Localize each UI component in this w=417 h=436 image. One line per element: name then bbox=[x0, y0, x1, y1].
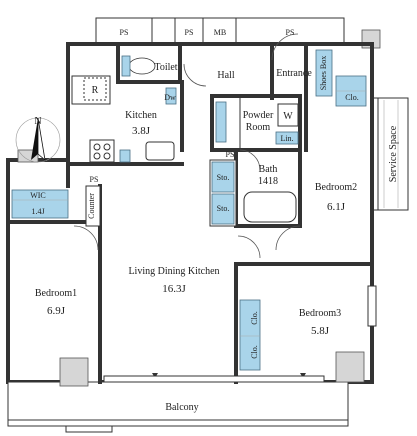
label-refrigerator: R bbox=[92, 85, 99, 96]
label-ps-2: PS bbox=[185, 28, 194, 37]
label-kitchen-name: Kitchen bbox=[125, 110, 157, 121]
label-bath-name: Bath bbox=[259, 164, 278, 175]
label-ldk-size: 16.3J bbox=[162, 283, 186, 295]
label-mb: MB bbox=[214, 28, 226, 37]
walls bbox=[6, 17, 409, 433]
label-hall: Hall bbox=[217, 70, 234, 81]
label-shoes-box: Shoes Box bbox=[319, 56, 328, 90]
label-powder-room-2: Room bbox=[246, 122, 271, 133]
label-wic-name: WIC bbox=[30, 191, 46, 200]
fixtures bbox=[11, 33, 399, 383]
label-bedroom3-size: 5.8J bbox=[311, 325, 330, 337]
label-clo-b3b: Clo. bbox=[250, 345, 259, 359]
label-service-space: Service Space bbox=[388, 125, 399, 182]
label-ps-1: PS bbox=[120, 28, 129, 37]
label-sto-1: Sto. bbox=[217, 173, 230, 182]
washer-icon bbox=[277, 103, 299, 127]
label-powder-room-1: Powder bbox=[243, 110, 274, 121]
label-sto-2: Sto. bbox=[217, 204, 230, 213]
toilet-bowl-icon bbox=[128, 57, 156, 75]
label-linen: Lin. bbox=[280, 134, 293, 143]
label-wic-size: 1.4J bbox=[31, 207, 44, 216]
label-bath-size: 1418 bbox=[258, 176, 278, 187]
kitchen-sink-icon bbox=[145, 141, 175, 161]
refrigerator bbox=[83, 77, 107, 101]
label-ldk-name: Living Dining Kitchen bbox=[128, 266, 219, 277]
stove-icon bbox=[89, 139, 115, 163]
label-bedroom2-name: Bedroom2 bbox=[315, 182, 357, 193]
label-ps-bath: PS bbox=[226, 150, 235, 159]
label-dw: Dw bbox=[164, 93, 176, 102]
compass-n-label: N bbox=[34, 116, 41, 127]
label-bedroom1-size: 6.9J bbox=[47, 305, 66, 317]
label-clo-entrance: Clo. bbox=[345, 93, 359, 102]
label-balcony: Balcony bbox=[165, 402, 198, 413]
label-washer: W bbox=[283, 111, 293, 122]
label-bedroom1-name: Bedroom1 bbox=[35, 288, 77, 299]
label-clo-b3a: Clo. bbox=[250, 311, 259, 325]
label-counter: Counter bbox=[87, 193, 96, 219]
bathtub-icon bbox=[243, 191, 297, 223]
label-ps-3: PS bbox=[286, 28, 295, 37]
label-entrance: Entrance bbox=[276, 68, 312, 79]
label-bedroom2-size: 6.1J bbox=[327, 201, 346, 213]
compass-icon bbox=[15, 117, 61, 163]
label-toilet: Toilet bbox=[154, 62, 177, 73]
label-kitchen-size: 3.8J bbox=[132, 125, 151, 137]
label-bedroom3-name: Bedroom3 bbox=[299, 308, 341, 319]
label-ps-4: PS bbox=[90, 175, 99, 184]
